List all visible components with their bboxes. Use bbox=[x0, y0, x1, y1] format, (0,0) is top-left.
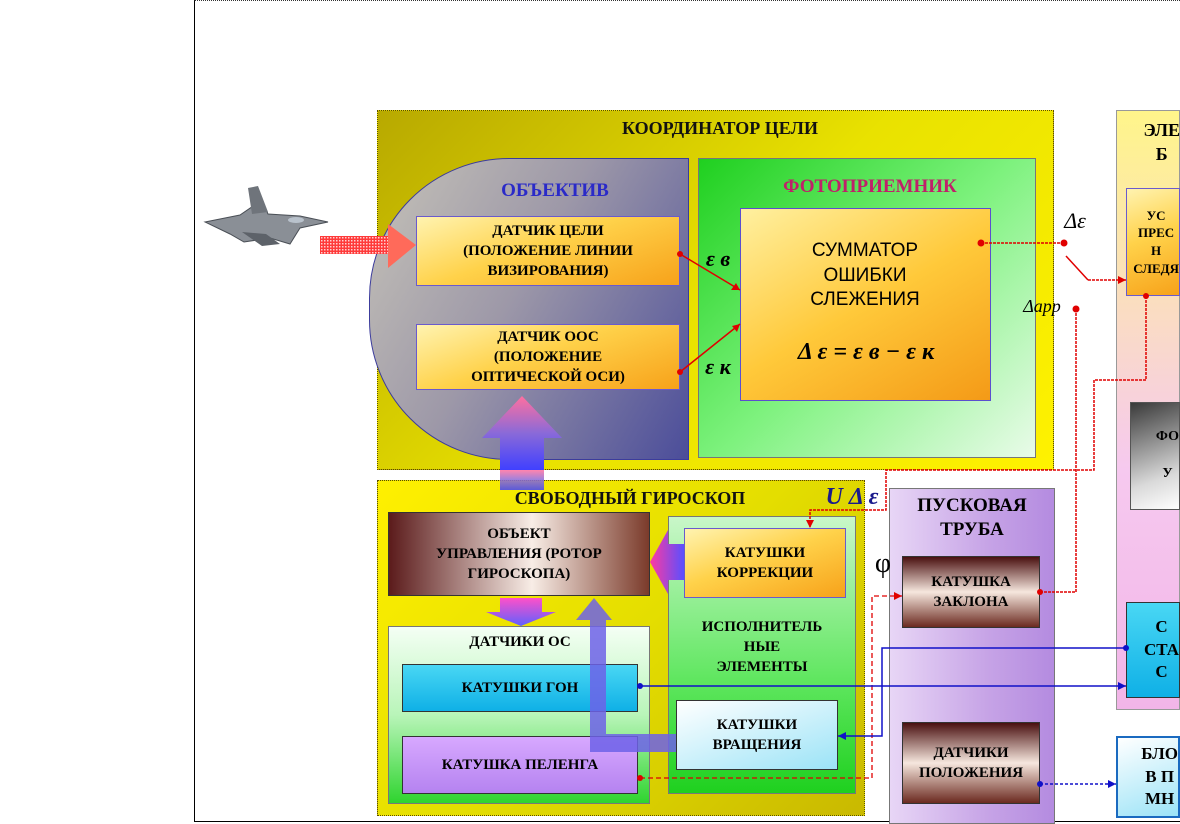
control-object: ОБЪЕКТ УПРАВЛЕНИЯ (РОТОР ГИРОСКОПА) bbox=[388, 512, 650, 596]
summator-label: СУММАТОР ОШИБКИ СЛЕЖЕНИЯ bbox=[810, 239, 920, 311]
launch-tube-title: ПУСКОВАЯ ТРУБА bbox=[917, 495, 1027, 540]
photoreceiver-title: ФОТОПРИЕМНИК bbox=[783, 176, 957, 197]
coordinator-title: КООРДИНАТОР ЦЕЛИ bbox=[622, 118, 818, 138]
target-sensor: ДАТЧИК ЦЕЛИ (ПОЛОЖЕНИЕ ЛИНИИ ВИЗИРОВАНИЯ… bbox=[416, 216, 680, 286]
u-delta-eps-label: U Δ ε bbox=[825, 484, 879, 510]
objective-title: ОБЪЕКТИВ bbox=[501, 180, 609, 201]
gyroscope-title: СВОБОДНЫЙ ГИРОСКОП bbox=[514, 488, 746, 508]
delta-app-label: Δapp bbox=[1023, 296, 1061, 316]
oos-sensor: ДАТЧИК ООС (ПОЛОЖЕНИЕ ОПТИЧЕСКОЙ ОСИ) bbox=[416, 324, 680, 390]
eps-v-label: ε в bbox=[705, 246, 731, 271]
amplifier-box: УС ПРЕС Н СЛЕДЯ bbox=[1126, 188, 1180, 296]
correction-coils: КАТУШКИ КОРРЕКЦИИ bbox=[684, 528, 846, 598]
objective-lens bbox=[369, 158, 689, 460]
os-sensors-title: ДАТЧИКИ ОС bbox=[469, 634, 571, 650]
electronic-block-title: ЭЛЕ Б bbox=[1143, 119, 1180, 164]
executive-label: ИСПОЛНИТЕЛЬ НЫЕ ЭЛЕМЕНТЫ bbox=[701, 618, 823, 676]
rotation-coils: КАТУШКИ ВРАЩЕНИЯ bbox=[676, 700, 838, 770]
phi-label: φ bbox=[874, 548, 892, 579]
fo-box: ФО У bbox=[1130, 402, 1180, 510]
delta-eps-label: Δε bbox=[1064, 208, 1086, 233]
sta-box: С СТА С bbox=[1126, 602, 1180, 698]
gon-coils: КАТУШКИ ГОН bbox=[402, 664, 638, 712]
diagram-frame bbox=[194, 0, 1180, 822]
tilt-coil: КАТУШКА ЗАКЛОНА bbox=[902, 556, 1040, 628]
position-sensors: ДАТЧИКИ ПОЛОЖЕНИЯ bbox=[902, 722, 1040, 804]
eps-k-label: ε к bbox=[705, 354, 731, 379]
blo-box: БЛО В П МН bbox=[1116, 736, 1180, 818]
summator-formula: Δ ε = ε в − ε к bbox=[797, 338, 935, 365]
bearing-coil: КАТУШКА ПЕЛЕНГА bbox=[402, 736, 638, 794]
